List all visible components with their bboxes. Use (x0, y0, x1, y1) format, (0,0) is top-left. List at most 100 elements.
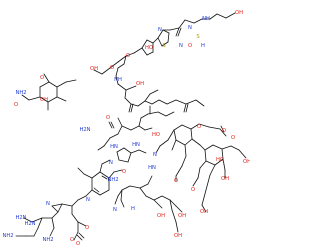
bond-line (49, 227, 55, 237)
bond-line (108, 121, 113, 129)
atom-label: OH (136, 81, 144, 87)
bond-line (184, 19, 195, 24)
bond-line (130, 149, 140, 154)
bond-line (219, 128, 227, 137)
atom-label: O (174, 178, 178, 184)
bond-line (101, 175, 108, 180)
atom-label: OH (40, 97, 48, 103)
bond-line (151, 99, 160, 105)
bond-line (147, 111, 159, 115)
bond-line (171, 209, 177, 223)
bond-line (190, 123, 200, 130)
bond-line (191, 138, 201, 146)
atom-label: O (40, 75, 44, 81)
bond-line (159, 139, 169, 147)
bond-line (201, 189, 207, 206)
bond-line (161, 41, 169, 47)
bond-line (117, 63, 125, 69)
bond-line (152, 37, 159, 44)
atom-label: O (76, 241, 80, 247)
bond-line (169, 27, 180, 31)
atom-label: H (131, 206, 135, 212)
atom-label: NH2 (107, 177, 118, 183)
bond-line (77, 167, 85, 175)
bond-line (125, 85, 137, 91)
atom-label: HN (132, 142, 140, 148)
atom-label: HN (110, 144, 118, 150)
bond-line (43, 73, 50, 83)
bond-line (146, 51, 154, 56)
bond-line (221, 145, 232, 150)
bond-line (65, 79, 77, 83)
bond-line (225, 12, 236, 19)
atom-label: NH2 (42, 237, 53, 243)
bond-line (138, 149, 147, 154)
bond-line (238, 149, 247, 159)
atom-label: O (197, 124, 201, 130)
bond-line (121, 125, 132, 131)
atom-label: N (113, 207, 117, 213)
atom-label: HO (145, 45, 153, 51)
atom-label: N (86, 197, 90, 203)
bond-line (133, 47, 143, 54)
bond-line (201, 204, 207, 213)
atom-label: NH (202, 16, 210, 22)
bond-line (208, 126, 221, 130)
bond-line (51, 217, 55, 229)
bond-line (129, 185, 141, 189)
atom-label: O (85, 225, 89, 231)
bond-line (222, 158, 226, 171)
bond-line (116, 151, 120, 161)
bond-line (118, 159, 129, 163)
bond-line (185, 103, 189, 113)
bond-line (71, 199, 79, 207)
atom-label: N (153, 152, 157, 158)
bond-line (139, 183, 149, 189)
bond-line (120, 199, 125, 208)
bond-line (130, 103, 139, 107)
atom-label: OH (90, 66, 98, 72)
bond-line (204, 149, 207, 162)
bond-line (199, 160, 207, 169)
atom-label: O (191, 187, 195, 193)
bond-line (178, 19, 186, 29)
bond-line (114, 195, 119, 205)
bond-line (192, 177, 199, 187)
bond-line (124, 89, 127, 99)
bond-line (101, 159, 111, 165)
atom-label: N (188, 25, 192, 31)
bond-line (39, 96, 49, 103)
bond-line (167, 129, 175, 141)
bond-line (173, 129, 177, 141)
bond-line (117, 189, 123, 197)
atom-label: O (222, 128, 226, 134)
bond-line (48, 81, 58, 88)
bond-line (130, 125, 140, 131)
bond-line (115, 67, 119, 77)
bond-line (78, 232, 85, 239)
bond-line (124, 97, 132, 105)
bond-line (141, 47, 148, 56)
bond-line (21, 94, 30, 101)
bond-line (91, 189, 101, 196)
bond-line (166, 99, 177, 105)
bond-line (161, 195, 171, 201)
atom-label: O (231, 135, 235, 141)
bond-line (149, 89, 159, 95)
bond-line (155, 145, 161, 154)
bond-line (175, 99, 187, 105)
bond-line (99, 163, 103, 173)
atom-label: O (122, 169, 126, 175)
atom-label: NH (114, 77, 122, 83)
atom-label: O (106, 115, 110, 121)
atom-label: N (179, 43, 183, 49)
bond-line (220, 125, 225, 133)
bond-line (130, 103, 134, 113)
bond-line (139, 187, 147, 197)
atom-label: HO (152, 132, 160, 138)
atom-label: N (158, 27, 162, 33)
bond-line (169, 199, 177, 207)
